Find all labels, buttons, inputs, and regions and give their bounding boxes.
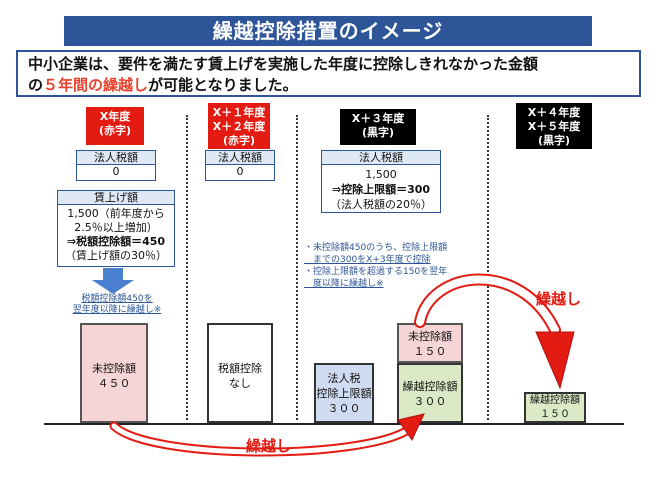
carry-label-bottom: 繰越し: [246, 437, 292, 455]
col3-note4: 度以降に繰越し※: [304, 279, 384, 289]
col3-tax-line1: 1,500: [365, 168, 397, 181]
col3-tax-line2: ⇒控除上限額＝300: [331, 183, 431, 196]
period-x4-x5: X＋４年度 X＋５年度 (黒字): [516, 103, 592, 149]
separator-3: [487, 115, 489, 420]
separator-2: [296, 115, 298, 420]
intro-box: 中小企業は、要件を満たす賃上げを実施した年度に控除しきれなかった金額 の５年間の…: [16, 50, 641, 97]
period-x3: X＋３年度 (黒字): [340, 109, 416, 145]
col1-tax-header: 法人税額: [76, 150, 156, 165]
col1-arrow-note: 税額控除額450を 翌年度以降に繰越し※: [72, 294, 162, 315]
col2-tax-header: 法人税額: [205, 150, 275, 165]
col1-tax-value: 0: [76, 165, 156, 181]
col2-tax-value: 0: [205, 165, 275, 181]
intro-line2-pre: の: [28, 76, 44, 94]
carry-label-top: 繰越し: [536, 290, 582, 308]
col3-tax-line3: （法人税額の20％）: [330, 198, 432, 211]
page-title: 繰越控除措置のイメージ: [64, 16, 592, 46]
baseline: [44, 423, 624, 425]
separator-1: [186, 115, 188, 420]
col1-wage-header: 賃上げ額: [57, 190, 175, 205]
col3-carry-deduction-bar: 繰越控除額 ３００: [397, 363, 463, 423]
col3-notes: ・未控除額450のうち、控除上限額 までの300をX+3年度で控除 ・控除上限額…: [304, 242, 484, 290]
col1-wage-line2: 2.5％以上増加）: [74, 221, 158, 234]
col1-wage-line4: （賃上げ額の30％）: [65, 249, 167, 262]
col4-carry-deduction-bar: 繰越控除額 １５０: [524, 392, 586, 423]
intro-line1: 中小企業は、要件を満たす賃上げを実施した年度に控除しきれなかった金額: [28, 55, 539, 73]
col3-note3: ・控除上限額を超過する150を翌年: [304, 267, 448, 277]
col3-tax-box: 1,500 ⇒控除上限額＝300 （法人税額の20％）: [321, 165, 441, 213]
col3-tax-limit-bar: 法人税 控除上限額 ３００: [314, 363, 374, 423]
col1-wage-line1: 1,500（前年度から: [67, 207, 165, 220]
period-x: X年度 (赤字): [86, 107, 144, 145]
intro-line2-post: が可能となりました。: [148, 76, 298, 94]
intro-line2: の５年間の繰越しが可能となりました。: [28, 75, 629, 96]
intro-highlight: ５年間の繰越し: [43, 76, 149, 94]
period-x1-x2: X＋１年度 X＋２年度 (赤字): [208, 103, 270, 149]
col1-wage-box: 1,500（前年度から 2.5％以上増加） ⇒税額控除額＝450 （賃上げ額の3…: [57, 205, 175, 267]
col1-wage-line3: ⇒税額控除額＝450: [66, 235, 166, 248]
col3-uncontrolled-bar: 未控除額 １５０: [397, 323, 463, 363]
col2-no-deduction-bar: 税額控除 なし: [207, 323, 273, 423]
down-arrow-icon: [92, 268, 134, 294]
col3-tax-header: 法人税額: [321, 150, 441, 165]
col3-note2: までの300をX+3年度で控除: [304, 255, 431, 265]
col3-note1: ・未控除額450のうち、控除上限額: [304, 243, 448, 253]
